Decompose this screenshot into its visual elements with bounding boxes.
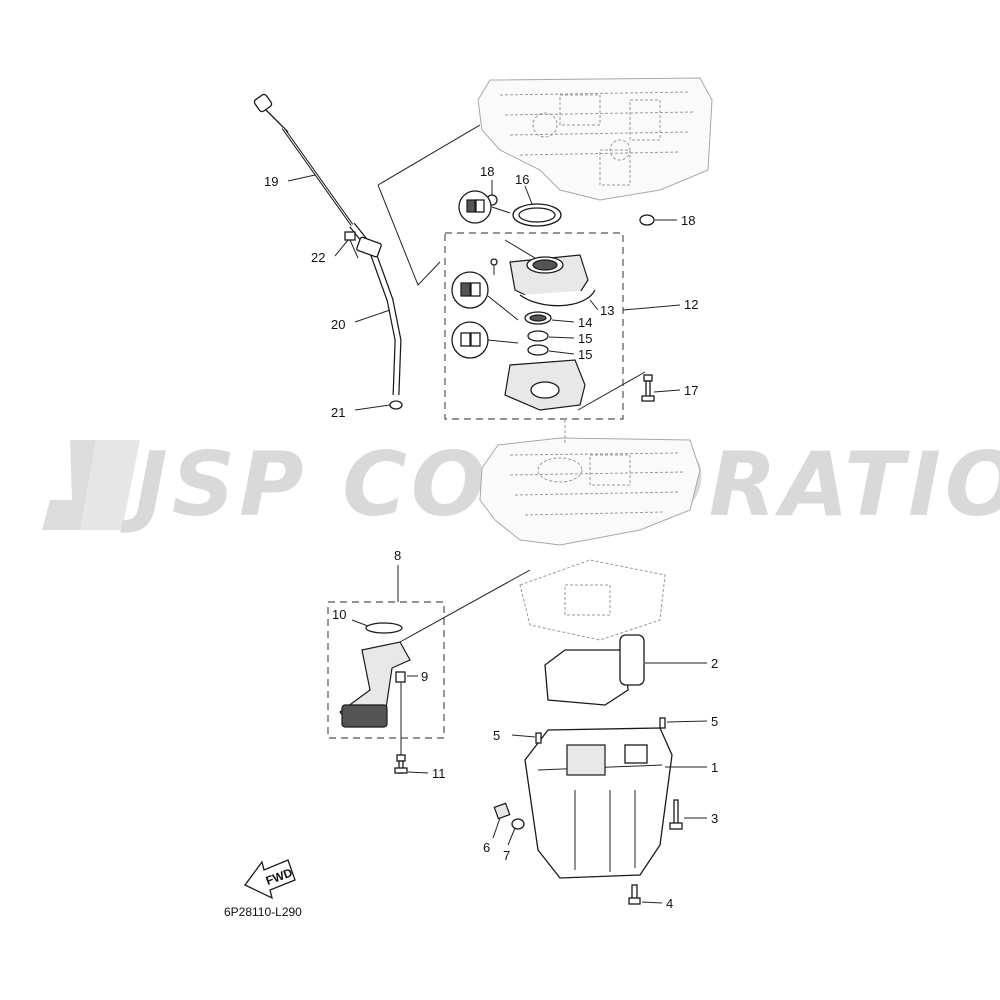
bolt-17 <box>641 374 655 402</box>
dipstick-guide-tube <box>349 222 402 396</box>
callout-6: 6 <box>483 840 490 855</box>
dipstick-assembly <box>253 93 481 410</box>
exhaust-guide-outline <box>479 420 701 546</box>
oil-pump-housing-group <box>486 194 655 411</box>
reference-line <box>377 124 481 286</box>
callout-10: 10 <box>332 607 346 622</box>
bolt-11 <box>394 754 408 774</box>
callout-9: 9 <box>421 669 428 684</box>
guide-bolt <box>344 231 359 259</box>
callout-21: 21 <box>331 405 345 420</box>
fwd-arrow: FWD <box>244 859 296 900</box>
callout-7: 7 <box>503 848 510 863</box>
strainer-screen <box>341 704 388 728</box>
lubricant-symbol-3 <box>451 321 519 359</box>
callout-14: 14 <box>578 315 592 330</box>
callout-18-left: 18 <box>480 164 494 179</box>
reference-line <box>504 239 536 259</box>
o-ring-18b <box>639 214 655 226</box>
callout-4: 4 <box>666 896 673 911</box>
assembly-box-12 <box>444 232 624 420</box>
pin-9 <box>395 671 406 683</box>
o-ring-10 <box>365 622 403 634</box>
gasket-13 <box>519 289 596 307</box>
oil-strainer-group <box>339 569 531 774</box>
drain-plug-6 <box>493 802 511 820</box>
callout-20: 20 <box>331 317 345 332</box>
callout-16: 16 <box>515 172 529 187</box>
reference-line <box>577 371 646 411</box>
assembly-box-8 <box>327 601 445 739</box>
seal-15a <box>527 330 549 342</box>
o-ring-21 <box>389 400 403 410</box>
callout-17: 17 <box>684 383 698 398</box>
leader-lines <box>287 174 708 904</box>
watermark-logo <box>42 440 140 530</box>
pipe-2 <box>619 634 645 686</box>
callout-15-lower: 15 <box>578 347 592 362</box>
lubricant-symbol-2 <box>451 271 519 321</box>
callout-labels: 1 2 3 4 5 5 6 7 8 9 10 11 12 13 14 15 15… <box>264 164 718 911</box>
diagram-code: 6P28110-L290 <box>224 905 302 919</box>
callout-3: 3 <box>711 811 718 826</box>
callout-5-left: 5 <box>493 728 500 743</box>
callout-11: 11 <box>432 766 446 781</box>
engine-block-outline <box>477 77 713 201</box>
bolt-4 <box>628 884 641 905</box>
callout-1: 1 <box>711 760 718 775</box>
reference-line <box>399 569 531 643</box>
callout-12: 12 <box>684 297 698 312</box>
callout-18-right: 18 <box>681 213 695 228</box>
callout-22: 22 <box>311 250 325 265</box>
baffle-2 <box>544 649 629 706</box>
oil-pan-group <box>493 634 683 905</box>
callout-13: 13 <box>600 303 614 318</box>
callout-15-upper: 15 <box>578 331 592 346</box>
callout-2: 2 <box>711 656 718 671</box>
callout-19: 19 <box>264 174 278 189</box>
seal-15b <box>527 344 549 356</box>
callout-8: 8 <box>394 548 401 563</box>
lubricant-symbol-1 <box>458 190 511 224</box>
bolt-3 <box>669 799 683 830</box>
dowel-5b <box>659 717 666 729</box>
dowel-5a <box>535 732 542 744</box>
exhaust-gasket-outline <box>519 559 666 641</box>
washer-7 <box>511 818 525 830</box>
dipstick <box>253 93 354 226</box>
callout-5-right: 5 <box>711 714 718 729</box>
